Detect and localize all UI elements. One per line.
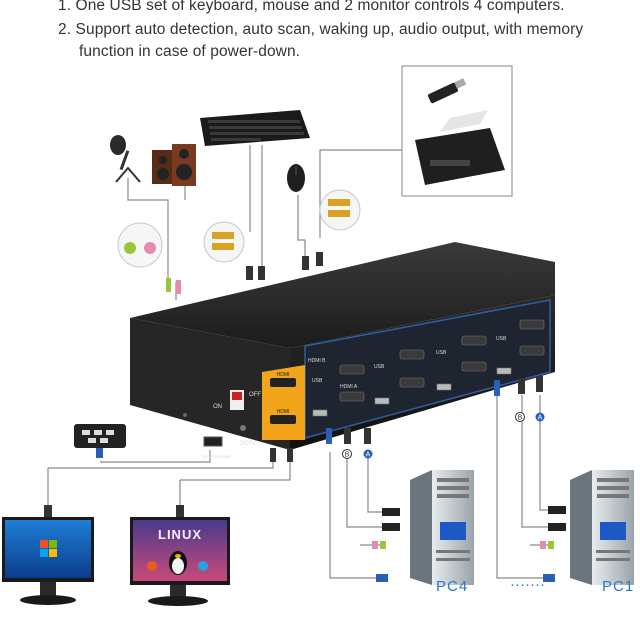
- tux-penguin-icon: [169, 551, 187, 575]
- pc4-tower: [372, 470, 474, 585]
- printer-icon: [415, 110, 505, 185]
- cable-plugs: [166, 252, 323, 294]
- port-marker-b-pc1: B: [518, 415, 523, 422]
- audio-port-icon: [117, 222, 163, 268]
- pc-ellipsis: ·······: [510, 576, 545, 593]
- usb-port-icon: [203, 221, 245, 263]
- linux-screen-text: LINUX: [158, 527, 202, 542]
- switch-output-plugs: [270, 376, 543, 462]
- usb-port-icon-2: [319, 189, 361, 231]
- port-label-usb-3: USB: [374, 364, 385, 370]
- dc-label: DC5V: [240, 441, 256, 447]
- feature-note-1: 1. One USB set of keyboard, mouse and 2 …: [58, 0, 565, 14]
- feature-note-2-cont: function in case of power-down.: [79, 43, 301, 60]
- hdmi-out-label: HDMI: [277, 372, 290, 378]
- kvm-switch: HDMI HDMI ON OFF DC5V Wired Remote: [130, 242, 555, 459]
- port-marker-a-pc4: A: [366, 452, 371, 459]
- mouse-icon: [287, 164, 305, 192]
- feature-note-2: 2. Support auto detection, auto scan, wa…: [58, 21, 584, 38]
- port-label-usb-1: USB: [496, 336, 507, 342]
- dc-jack: [240, 425, 246, 431]
- port-marker-a-pc1: A: [538, 415, 543, 422]
- port-label-hdmi-b-4: HDMI B: [308, 358, 326, 364]
- pc1-ports: [540, 506, 566, 582]
- wired-remote-label: Wired Remote: [202, 454, 231, 459]
- pc4-ports: [372, 508, 400, 582]
- hdmi-out-label-2: HDMI: [277, 409, 290, 415]
- wired-remote-icon: [74, 424, 126, 458]
- speakers-icon: [152, 144, 196, 186]
- printer-box: [401, 65, 513, 197]
- off-label: OFF: [249, 392, 261, 398]
- port-label-usb-4: USB: [312, 378, 323, 384]
- monitor-linux: LINUX: [130, 505, 230, 606]
- microphone-icon: [110, 135, 141, 183]
- keyboard-icon: [200, 110, 310, 146]
- port-label-hdmi-a-4: HDMI A: [340, 384, 358, 390]
- pc1-tower: [540, 470, 634, 585]
- port-marker-b-pc4: B: [345, 452, 350, 459]
- usb-stick-icon: [427, 78, 467, 104]
- monitor-windows: [2, 505, 94, 605]
- port-label-usb-2: USB: [436, 350, 447, 356]
- pc1-label: PC1: [602, 578, 635, 595]
- pc4-label: PC4: [436, 578, 469, 595]
- windows-logo-icon: [40, 540, 57, 557]
- on-label: ON: [213, 404, 222, 410]
